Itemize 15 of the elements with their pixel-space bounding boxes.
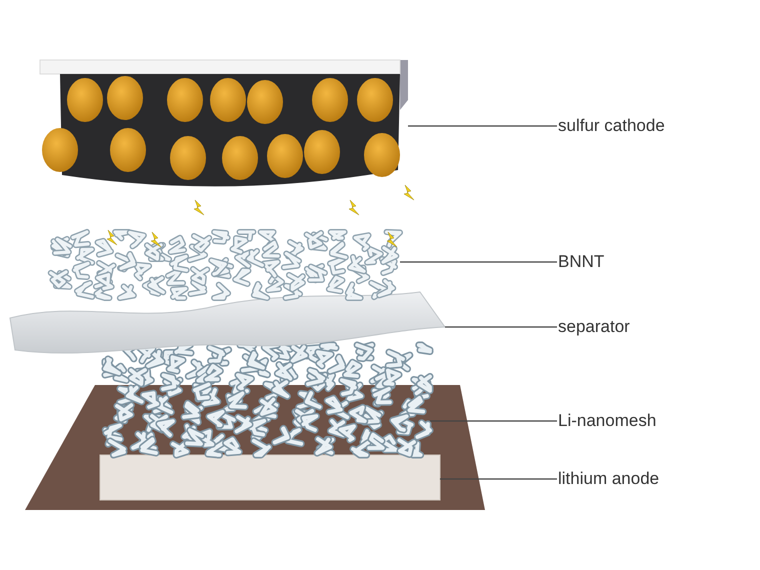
leader-line	[408, 125, 557, 127]
separator-sheet-drawing	[10, 292, 446, 354]
anode-slab-drawing	[100, 454, 440, 500]
nanomesh-drawing	[102, 342, 434, 458]
leader-line	[440, 478, 557, 480]
part-label: lithium anode	[558, 468, 660, 490]
part-label: Li-nanomesh	[558, 410, 656, 432]
part-label: sulfur cathode	[558, 115, 665, 137]
part-label: BNNT	[558, 251, 604, 273]
leader-line	[400, 261, 557, 263]
nanotube-layer-drawing	[48, 229, 403, 301]
leader-line	[445, 326, 557, 328]
leader-line	[430, 420, 557, 422]
cathode-drawing	[40, 60, 408, 186]
part-label: separator	[558, 316, 630, 338]
